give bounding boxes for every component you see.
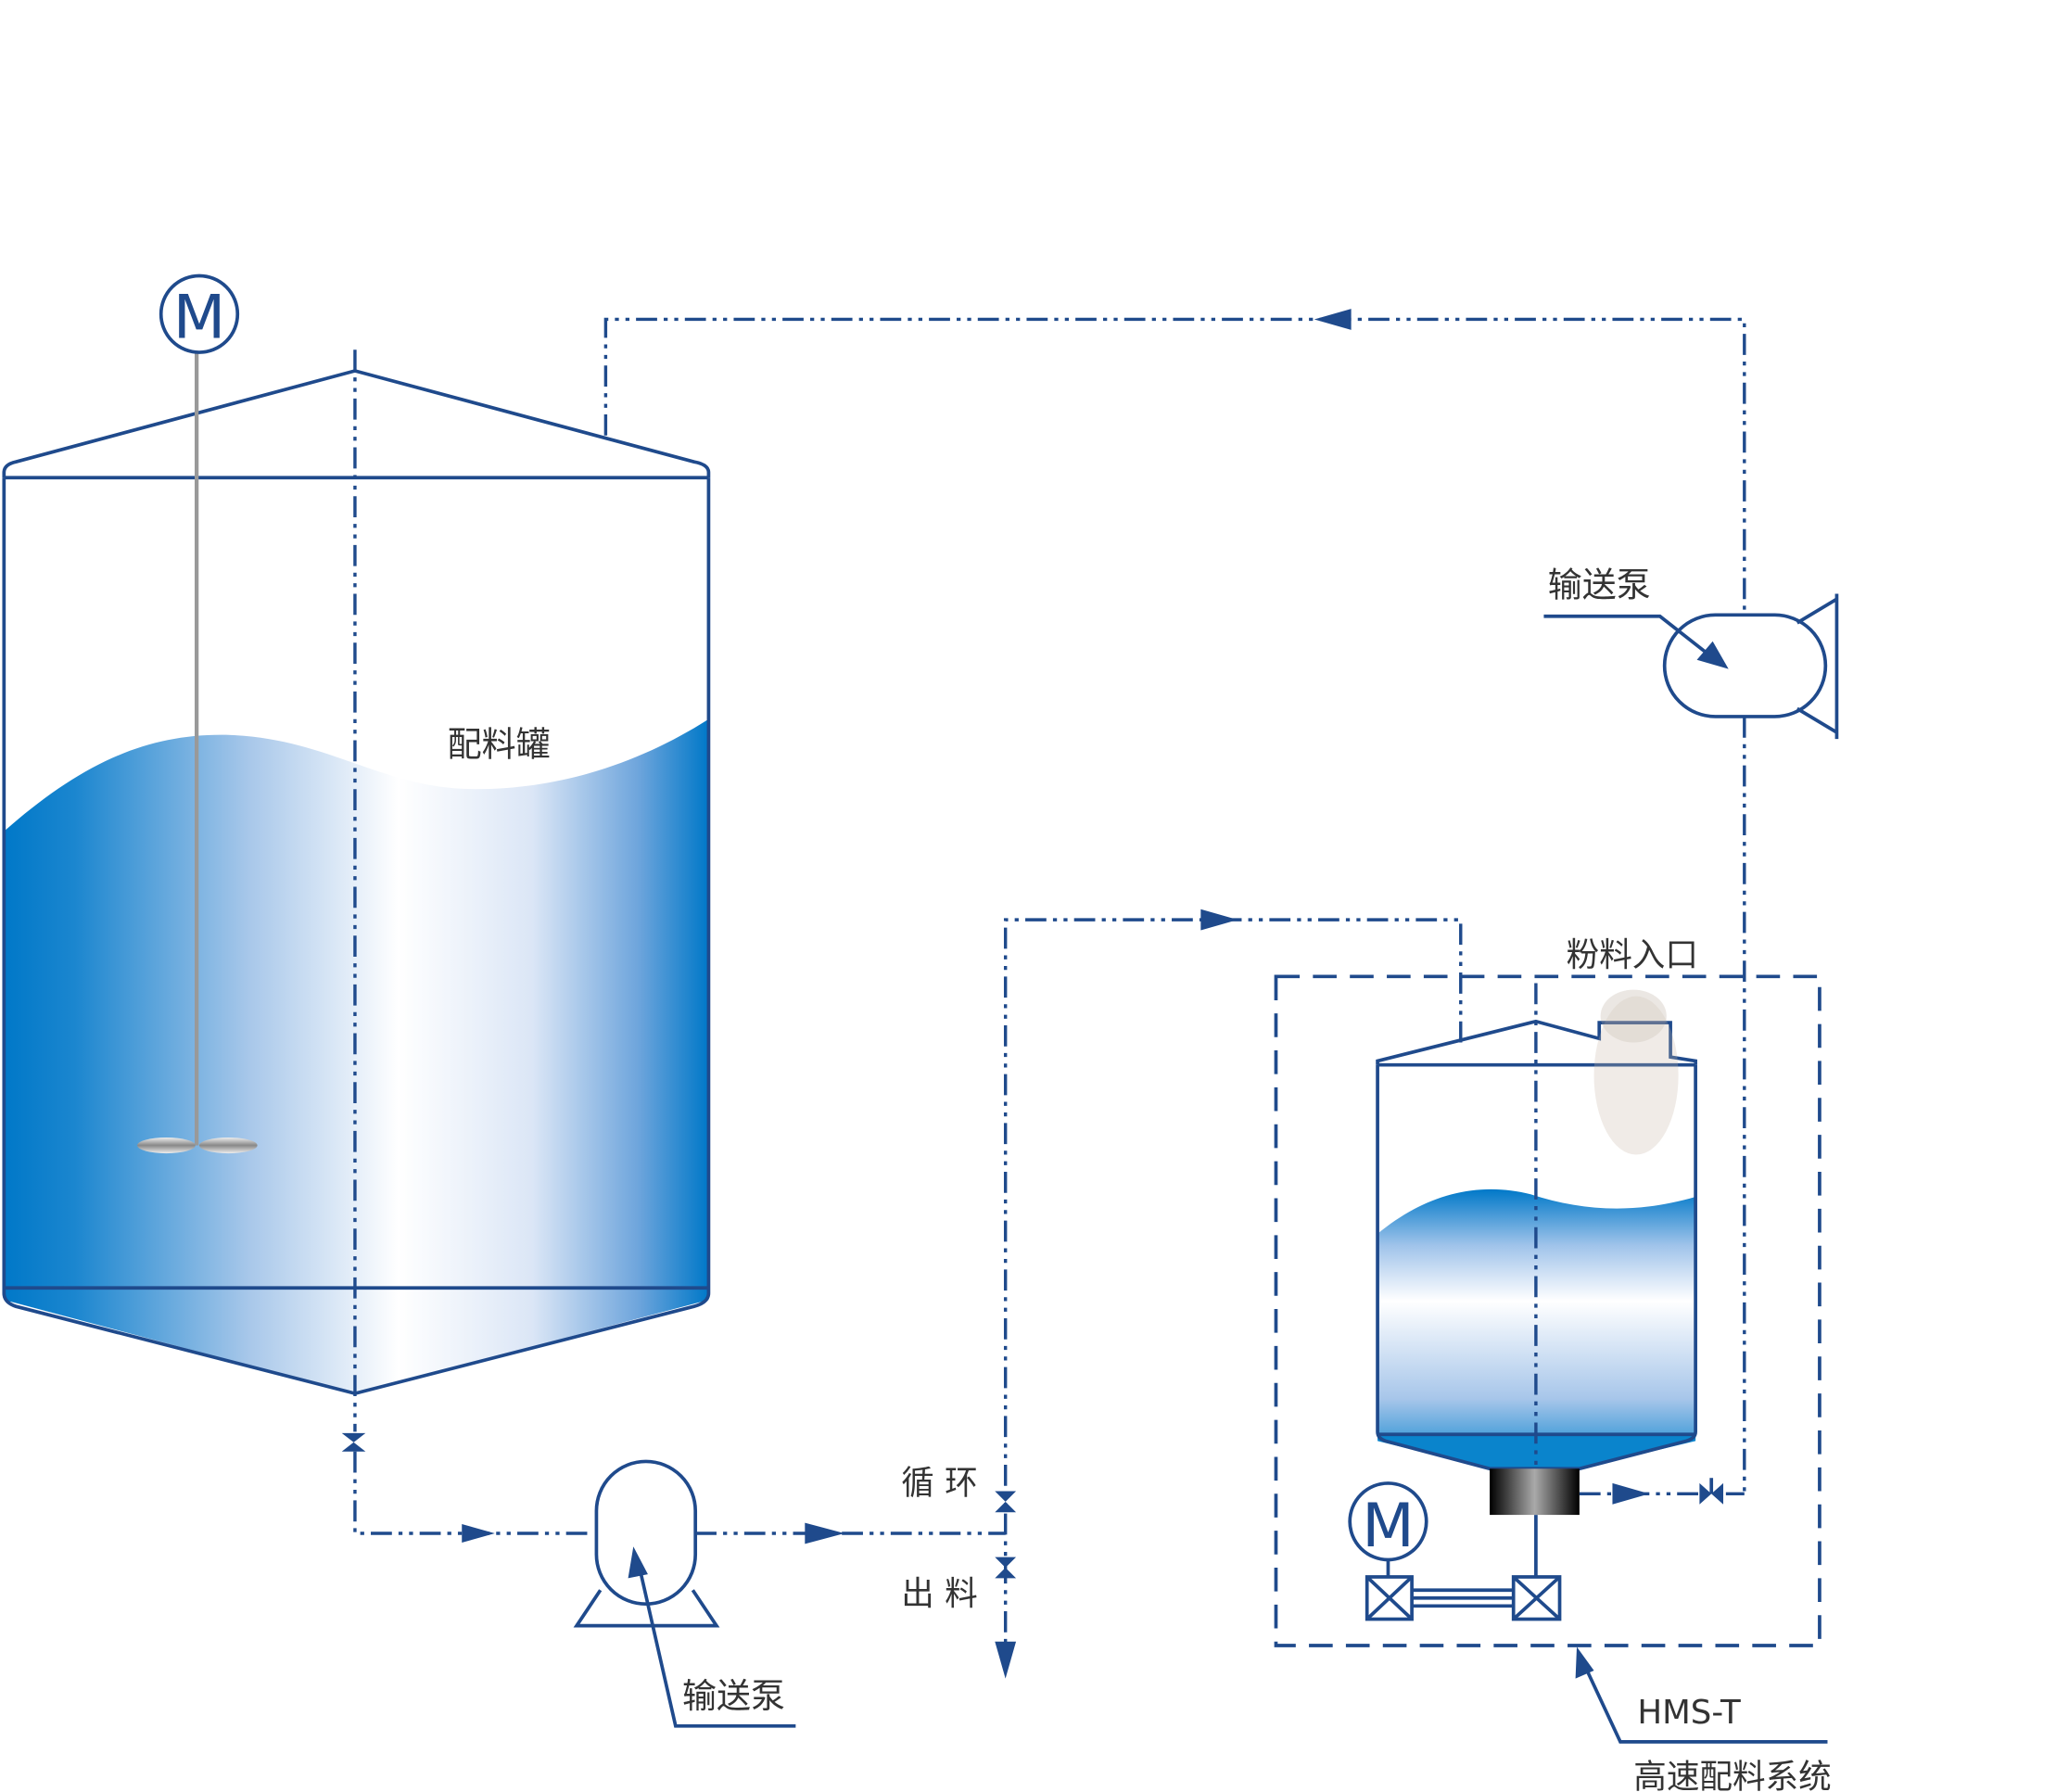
top-pump-label: 输送泵 <box>1548 565 1651 604</box>
circulation-label: 循 环 <box>901 1464 977 1502</box>
coupling-box-left <box>1365 1575 1414 1621</box>
mixer-motor-icon: M <box>1348 1481 1428 1577</box>
return-pipe <box>603 309 1746 616</box>
valve-icon[interactable] <box>995 1491 1017 1513</box>
discharge-label: 出 料 <box>901 1575 977 1613</box>
bottom-pump-label: 输送泵 <box>682 1676 785 1716</box>
powder-inlet-label: 粉料入口 <box>1567 936 1698 974</box>
valve-icon[interactable] <box>341 1432 366 1452</box>
high-speed-mixer-tank: M 粉料入口 <box>1348 936 1698 1621</box>
rotor-stator-head <box>1490 1468 1580 1516</box>
powder-particles <box>1593 989 1679 1155</box>
valve-icon[interactable] <box>1699 1478 1724 1505</box>
transfer-pump-top: 输送泵 <box>1543 565 1839 740</box>
transfer-pump-bottom: 输送泵 <box>573 1459 796 1728</box>
coupling-box-right <box>1511 1575 1562 1621</box>
impeller-blade-right <box>198 1137 258 1154</box>
agitator-motor-icon: M <box>159 273 240 354</box>
system-label: HMS-T 高速配料系统 <box>1575 1646 1832 1792</box>
main-tank-label: 配料罐 <box>448 725 551 765</box>
svg-text:M: M <box>173 282 226 352</box>
valve-icon[interactable] <box>995 1557 1017 1579</box>
main-tank-liquid <box>4 718 709 1394</box>
svg-text:M: M <box>1362 1491 1415 1561</box>
svg-text:HMS-T: HMS-T <box>1637 1694 1741 1732</box>
impeller-blade-left <box>137 1137 196 1154</box>
hms-system-boundary <box>1274 974 1821 1647</box>
svg-text:高速配料系统: 高速配料系统 <box>1633 1759 1831 1792</box>
main-mixing-tank: M 配料罐 <box>2 273 711 1432</box>
